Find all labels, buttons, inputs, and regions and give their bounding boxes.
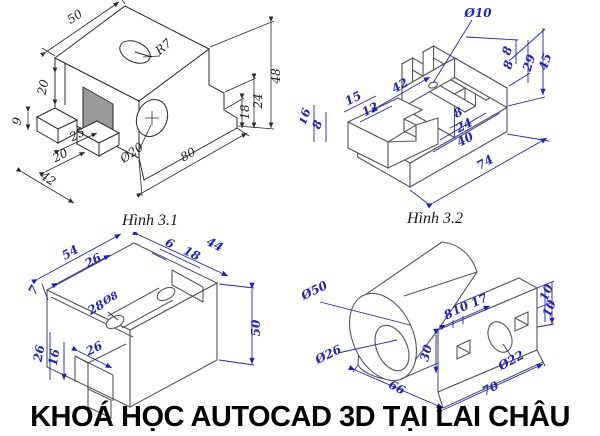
figure-3-2-caption: Hình 3.2 [407,210,463,227]
dim-bore-diameter: Ø26 [312,342,344,367]
dim-upper-height: 29 [520,52,539,74]
dim-step-outer: 24 [251,93,265,109]
dim-rib-b: 8 [500,58,516,71]
dim-plate-length: 70 [480,378,502,398]
dim-total-height: 48 [269,68,283,85]
fig34-object [349,241,544,409]
dim-edge-10a: 10 [537,282,556,303]
dim-depth-top: 54 [59,242,80,262]
dim-slot-height: 20 [34,78,51,97]
dim-depth-top: 50 [65,6,86,26]
dim-ledge-height: 7 [25,282,42,297]
dim-step-length: 15 [343,88,364,108]
dim-outer-diameter: Ø50 [300,278,330,303]
dim-notch-height: 8 [309,118,325,131]
dim-top-length: 44 [204,234,225,254]
dim-length: 80 [178,144,199,164]
course-banner-text: KHOÁ HỌC AUTOCAD 3D TẠI LAI CHÂU [30,401,570,433]
figure-3-1-drawing: 50 R7 20 9 25 20 42 Ø20 80 48 24 18 [9,0,283,204]
figure-3-2-drawing: Ø10 8 8 29 45 42 15 12 16 8 8 24 40 74 [300,6,554,209]
dim-17: 17 [469,290,491,310]
dim-edge-10b: 10 [540,298,559,319]
dim-plate-height: 30 [417,342,435,362]
dim-step-a: 6 [163,235,177,252]
dim-total-length: 74 [474,152,495,172]
dim-step-inner: 18 [238,104,252,120]
dim-notch-length: 12 [360,99,381,119]
fig33-object [45,242,219,419]
figure-3-4-drawing: Ø50 Ø26 8 10 17 10 10 30 Ø22 66 70 [300,241,600,416]
dim-slot-width: 25 [66,125,87,145]
dim-total-height: 45 [536,52,554,72]
dim-tab-height: 9 [9,116,24,127]
dim-hole-diameter: Ø10 [463,6,492,20]
figure-3-1-caption: Hình 3.1 [122,212,178,229]
fig33-slot-hole [156,286,176,302]
dim-rib-a: 8 [499,44,515,57]
fig34-plate-hole [487,321,513,353]
dim-base-width: 42 [37,168,58,189]
figure-3-3-drawing: 54 26 6 18 44 7 28 Ø8 50 26 16 26 [25,232,263,419]
dim-height: 50 [249,319,263,336]
dim-tab-width: 20 [49,146,70,166]
dim-10: 10 [450,298,472,318]
dim-notch-outer: 26 [31,343,48,364]
dim-notch-inner: 16 [46,347,63,367]
